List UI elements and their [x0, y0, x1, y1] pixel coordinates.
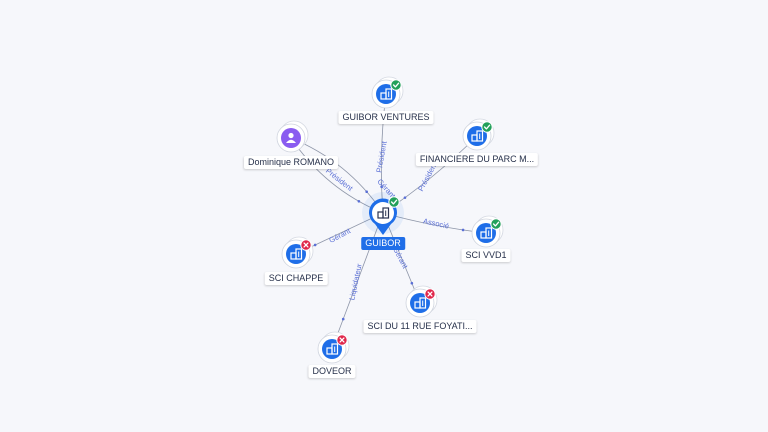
status-closed-icon — [300, 239, 312, 251]
edge-arrow-marker — [365, 190, 368, 194]
edge-label: Associé — [422, 216, 450, 230]
status-closed-icon — [424, 288, 436, 300]
node-label-guibor_ventures[interactable]: GUIBOR VENTURES — [338, 111, 434, 124]
person-icon — [286, 132, 296, 143]
status-ok-icon — [490, 218, 502, 230]
node-label-vvd1[interactable]: SCI VVD1 — [461, 249, 511, 262]
edge-label: Gérant — [328, 226, 353, 245]
edge-arrow-marker — [357, 199, 361, 203]
graph-node-chappe[interactable] — [281, 236, 314, 269]
edge-arrow-marker — [410, 281, 414, 285]
status-ok-icon — [481, 121, 493, 133]
edge-label: Liquidateur — [347, 262, 364, 301]
center-node-label[interactable]: GUIBOR — [361, 237, 405, 250]
edge-arrow-marker — [380, 185, 383, 189]
graph-node-vvd1[interactable] — [471, 215, 504, 248]
edge-arrow-marker — [403, 196, 407, 199]
status-closed-icon — [336, 334, 348, 346]
graph-node-guibor_ventures[interactable] — [371, 76, 404, 109]
building-icon — [380, 88, 393, 100]
edge-arrow-marker — [461, 228, 465, 232]
edge-arrow-marker — [341, 317, 345, 321]
graph-node-romano[interactable] — [276, 120, 309, 153]
building-icon — [377, 207, 390, 219]
status-ok-icon — [388, 196, 400, 208]
nodes-layer — [276, 76, 504, 364]
status-ok-icon — [390, 79, 402, 91]
graph-node-doveor[interactable] — [317, 331, 350, 364]
node-label-doveor[interactable]: DOVEOR — [308, 365, 356, 378]
node-label-chappe[interactable]: SCI CHAPPE — [264, 272, 328, 285]
graph-node-foyatier[interactable] — [405, 285, 438, 318]
edge-arrow-marker — [313, 243, 317, 247]
building-icon — [480, 227, 493, 239]
building-icon — [471, 130, 484, 142]
graph-node-financiere[interactable] — [462, 118, 495, 151]
building-icon — [290, 248, 303, 260]
graph-node-center[interactable] — [362, 192, 404, 235]
node-label-financiere[interactable]: FINANCIERE DU PARC M... — [415, 153, 539, 166]
edge-label: Président — [374, 140, 389, 174]
node-label-romano[interactable]: Dominique ROMANO — [243, 156, 339, 169]
building-icon — [326, 343, 339, 355]
node-label-foyatier[interactable]: SCI DU 11 RUE FOYATI... — [363, 320, 477, 333]
building-icon — [414, 297, 427, 309]
